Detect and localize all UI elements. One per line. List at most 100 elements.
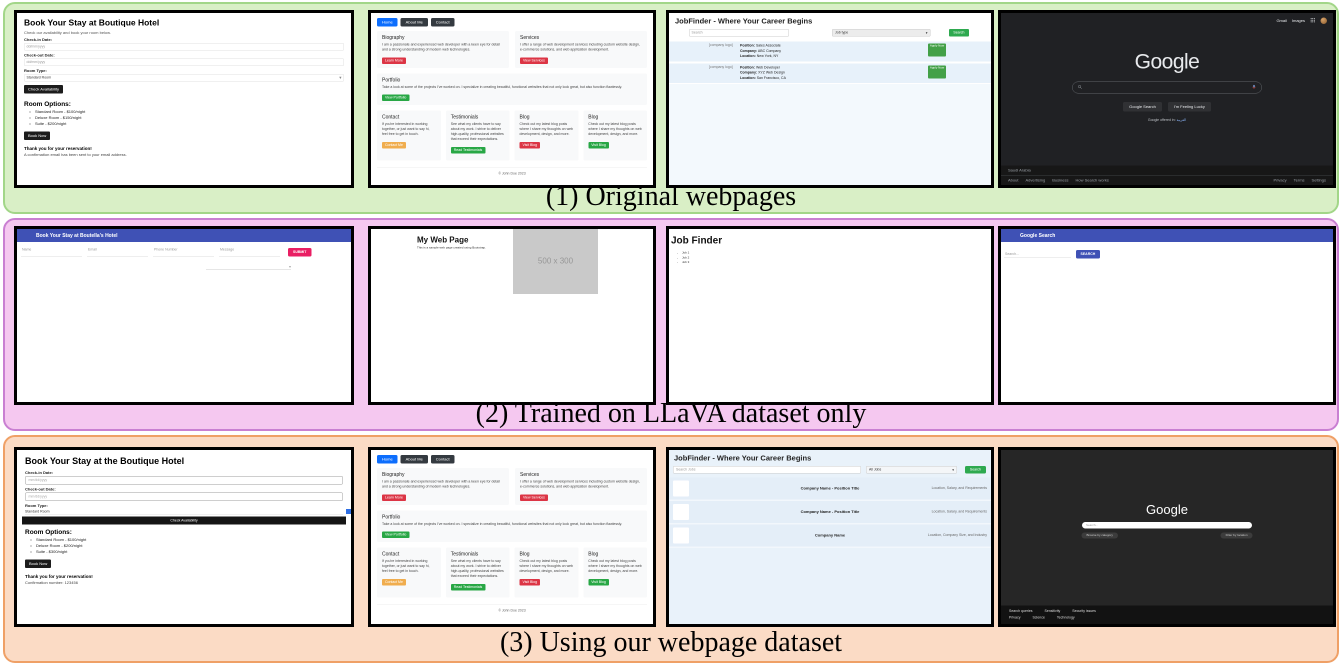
search-input[interactable]: Search Jobs [673, 466, 861, 474]
check-availability-button[interactable]: Check Availability [24, 85, 64, 94]
room-type-label: Room Type: [24, 68, 47, 74]
visit-blog-button[interactable]: Visit Blog [519, 578, 541, 586]
card-text: If you're interested in working together… [382, 559, 430, 573]
job-type-select[interactable]: Job type▾ [832, 29, 931, 37]
avatar[interactable] [1320, 17, 1327, 24]
footer-link[interactable]: Security issues [1072, 609, 1096, 614]
footer-link-advertising[interactable]: Advertising [1025, 178, 1046, 183]
visit-blog-button[interactable]: Visit Blog [588, 141, 609, 149]
footer-link-business[interactable]: Business [1052, 178, 1069, 183]
apply-now-button[interactable]: Apply Now [928, 43, 946, 57]
row2-mypage-thumbnail: My Web Page This is a sample web page cr… [368, 226, 656, 405]
footer-link[interactable]: Search queries [1009, 609, 1033, 614]
gmail-link[interactable]: Gmail [1276, 18, 1287, 24]
email-field[interactable]: Email [87, 248, 148, 257]
hotel-subtitle: Check our availability and book your roo… [24, 30, 111, 36]
nav-about-button[interactable]: About Me [400, 18, 428, 27]
view-services-button[interactable]: View Services [520, 57, 548, 64]
view-portfolio-button[interactable]: View Portfolio [382, 94, 410, 102]
company-logo-placeholder: [company logo] [709, 65, 733, 69]
images-link[interactable]: Images [1291, 18, 1305, 24]
view-services-button[interactable]: View Services [520, 494, 548, 501]
room-options-list: Standard Room - $100/night Deluxe Room -… [36, 537, 343, 555]
search-input[interactable]: Search... [1082, 522, 1252, 529]
row1-personal-page: Home About Me Contact Biography I am a p… [371, 13, 653, 185]
browse-category-button[interactable]: Browse by category [1081, 532, 1118, 539]
learn-more-button[interactable]: Learn More [382, 57, 406, 64]
apply-now-button[interactable]: Apply Now [928, 65, 946, 79]
name-field[interactable]: Name [21, 248, 82, 257]
book-now-button[interactable]: Book Now [25, 559, 52, 568]
blog-card: Blog Check out my latest blog posts wher… [583, 547, 647, 598]
search-button[interactable]: Search [948, 29, 969, 37]
job-listing-row[interactable]: Company Name Location, Company Size, and… [669, 524, 991, 548]
message-field[interactable]: Message [219, 248, 280, 257]
search-button[interactable]: SEARCH [1076, 250, 1100, 259]
footer-link-privacy[interactable]: Privacy [1273, 178, 1287, 183]
card-text: I offer a range of web development servi… [520, 43, 640, 52]
job-item[interactable]: Job 2 [682, 256, 991, 261]
visit-blog-button[interactable]: Visit Blog [519, 141, 541, 149]
checkout-input[interactable]: mm/dd/yyyy [25, 492, 343, 501]
row3-personal-thumbnail: Home About Me Contact Biography I am a p… [368, 447, 656, 627]
row1-google-page: Gmail Images Google Google Search I'm [1001, 13, 1333, 185]
card-title: Portfolio [382, 514, 401, 520]
book-now-button[interactable]: Book Now [24, 131, 51, 140]
footer-link-about[interactable]: About [1008, 178, 1019, 183]
message-select[interactable]: ▾ [206, 265, 291, 270]
job-item[interactable]: Job 3 [682, 261, 991, 266]
learn-more-button[interactable]: Learn More [382, 494, 406, 501]
search-input[interactable]: Search... [1004, 251, 1071, 258]
biography-card: Biography I am a passionate and experien… [377, 31, 509, 68]
visit-blog-button[interactable]: Visit Blog [588, 578, 609, 586]
google-header-bar: Google Search [1001, 229, 1333, 242]
checkin-input[interactable]: mm/dd/yyyy [25, 476, 343, 485]
row1-jobfinder-thumbnail: JobFinder - Where Your Career Begins Sea… [666, 10, 994, 188]
google-search-button[interactable]: Google Search [1123, 102, 1162, 112]
search-input[interactable]: Search [689, 29, 789, 37]
google-search-box[interactable] [1072, 81, 1262, 94]
language-link[interactable]: العربية [1176, 118, 1187, 123]
footer-link[interactable]: Technology [1056, 616, 1075, 620]
job-listing-row[interactable]: Company Name - Position Title Location, … [669, 477, 991, 501]
country-label: Saudi Arabia [1001, 166, 1333, 176]
footer-link-how-search-works[interactable]: How Search works [1075, 178, 1109, 183]
footer-link-terms[interactable]: Terms [1293, 178, 1305, 183]
checkin-input[interactable]: dd/mm/yyyy [24, 43, 344, 51]
room-type-select[interactable]: Standard Room [25, 509, 351, 515]
phone-field[interactable]: Phone Number [153, 248, 214, 257]
room-type-select[interactable]: Standard Room▾ [24, 74, 344, 82]
all-jobs-select[interactable]: All Jobs▾ [866, 466, 957, 474]
room-option: Standard Room - $100/night [36, 537, 343, 543]
feeling-lucky-button[interactable]: I'm Feeling Lucky [1167, 102, 1211, 112]
view-portfolio-button[interactable]: View Portfolio [382, 531, 410, 539]
nav-about-button[interactable]: About Me [400, 455, 428, 464]
footer-link[interactable]: Sensitivity [1044, 609, 1061, 614]
check-availability-button[interactable]: Check Availability [22, 516, 346, 525]
company-logo-placeholder [673, 527, 689, 544]
nav-contact-button[interactable]: Contact [430, 18, 455, 27]
listing-name: Company Name [814, 533, 846, 538]
job-item[interactable]: Job 1 [682, 251, 991, 256]
read-testimonials-button[interactable]: Read Testimonials [450, 583, 486, 591]
search-button[interactable]: Search [964, 466, 986, 474]
nav-home-button[interactable]: Home [377, 18, 398, 27]
checkout-input[interactable]: dd/mm/yyyy [24, 58, 344, 66]
footer-link[interactable]: Science [1032, 616, 1045, 620]
job-listing-row: [company logo] Position: Web Developer C… [669, 62, 991, 84]
row1-google-thumbnail: Gmail Images Google Google Search I'm [998, 10, 1336, 188]
card-title: Testimonials [450, 551, 479, 558]
job-listing-row[interactable]: Company Name - Position Title Location, … [669, 501, 991, 525]
apps-grid-icon[interactable] [1310, 18, 1316, 25]
read-testimonials-button[interactable]: Read Testimonials [450, 146, 486, 154]
contact-me-button[interactable]: Contact Me [382, 578, 406, 586]
footer-link-settings[interactable]: Settings [1311, 178, 1326, 183]
filter-location-button[interactable]: Filter by location [1220, 532, 1253, 539]
card-text: I offer a range of web development servi… [520, 480, 640, 489]
contact-me-button[interactable]: Contact Me [382, 141, 406, 149]
submit-button[interactable]: SUBMIT [288, 248, 312, 257]
footer-link[interactable]: Privacy [1009, 616, 1021, 620]
mic-icon[interactable] [1252, 83, 1257, 92]
nav-home-button[interactable]: Home [377, 455, 398, 464]
nav-contact-button[interactable]: Contact [430, 455, 455, 464]
